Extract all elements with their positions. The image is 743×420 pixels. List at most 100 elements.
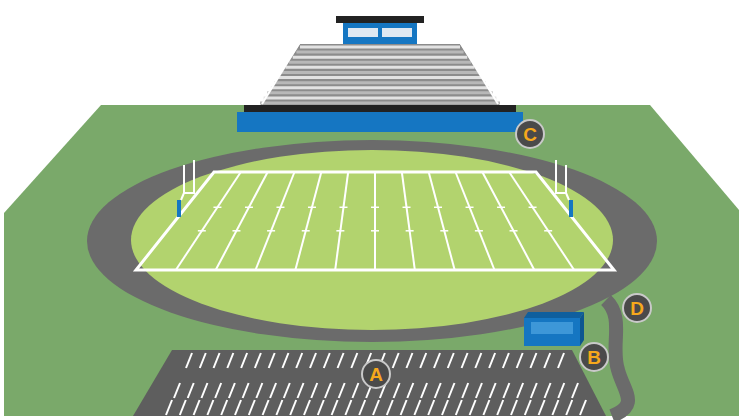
parking-stripe [359, 400, 365, 415]
hash-mark [434, 207, 442, 209]
yard-line [216, 172, 268, 270]
parking-stripe [201, 383, 207, 398]
stand-step [278, 76, 482, 79]
parking-stripe [503, 383, 509, 398]
parking-stripe [517, 383, 523, 398]
parking-stripe [339, 383, 345, 398]
building [524, 312, 584, 346]
parking-stripe [215, 383, 221, 398]
parking-stripe [180, 400, 186, 415]
parking-stripe [558, 383, 564, 398]
parking-stripe [235, 400, 241, 415]
yard-line [482, 172, 534, 270]
callout-letter: B [587, 348, 601, 367]
parking-stripe [310, 353, 316, 368]
parking-stripe [186, 353, 192, 368]
parking-stripe [325, 383, 331, 398]
parking-stripe [270, 383, 276, 398]
parking-stripe [249, 400, 255, 415]
parking-stripe [393, 353, 399, 368]
hash-mark [198, 230, 206, 232]
hash-mark [497, 207, 505, 209]
parking-stripe [188, 383, 194, 398]
parking-stripe [406, 353, 412, 368]
parking-stripe [448, 383, 454, 398]
parking-stripe [552, 400, 558, 415]
grandstand [237, 16, 523, 132]
parking-stripe [545, 383, 551, 398]
callout-badge: B [579, 342, 609, 372]
parking-stripe [475, 353, 481, 368]
parking-stripe [517, 353, 523, 368]
hash-mark [529, 207, 537, 209]
parking-stripe [420, 353, 426, 368]
hash-mark [245, 207, 253, 209]
hash-mark [339, 207, 347, 209]
running-track [87, 140, 657, 342]
parking-stripe [394, 383, 400, 398]
parking-stripe [434, 353, 440, 368]
hash-mark [371, 207, 379, 209]
football-field [136, 172, 614, 270]
parking-stripe [503, 353, 509, 368]
callout-badge: A [361, 359, 391, 389]
parking-stripe [442, 400, 448, 415]
parking-stripe [200, 353, 206, 368]
yard-line [335, 172, 348, 270]
parking-stripe [489, 353, 495, 368]
parking-stripe [304, 400, 310, 415]
parking-stripe [351, 353, 357, 368]
callout-letter: A [369, 365, 383, 384]
parking-stripe [256, 383, 262, 398]
parking-stripe [572, 383, 578, 398]
parking-stripe [421, 383, 427, 398]
yard-line [402, 172, 415, 270]
parking-stripe [282, 353, 288, 368]
stand-step [267, 91, 492, 94]
parking-stripe [276, 400, 282, 415]
parking-stripe [407, 383, 413, 398]
hash-mark [475, 230, 483, 232]
stand-step [293, 56, 468, 59]
hash-mark [276, 207, 284, 209]
parking-stripe [318, 400, 324, 415]
hash-mark [510, 230, 518, 232]
hash-mark [440, 230, 448, 232]
parking-stripe [229, 383, 235, 398]
parking-stripe [352, 383, 358, 398]
parking-stripe [428, 400, 434, 415]
parking-stripe [194, 400, 200, 415]
stand-step [264, 96, 497, 99]
parking-stripe [227, 353, 233, 368]
parking-stripe [462, 383, 468, 398]
parking-stripe [373, 400, 379, 415]
parking-stripe [456, 400, 462, 415]
parking-stripe [214, 353, 220, 368]
hash-mark [466, 207, 474, 209]
hash-mark [213, 207, 221, 209]
parking-stripe [332, 400, 338, 415]
hash-mark [267, 230, 275, 232]
callout-badge: D [622, 293, 652, 323]
stand-step [289, 61, 471, 64]
stand-step [285, 66, 474, 69]
parking-stripe [345, 400, 351, 415]
stand-step [282, 71, 478, 74]
parking-stripe [414, 400, 420, 415]
callout-badge: C [515, 119, 545, 149]
parking-stripe [269, 353, 275, 368]
parking-stripe [531, 383, 537, 398]
yard-line [176, 172, 241, 270]
parking-stripe [530, 353, 536, 368]
parking-stripe [448, 353, 454, 368]
hash-mark [371, 230, 379, 232]
hash-mark [232, 230, 240, 232]
stand-step [296, 51, 463, 54]
yard-line [509, 172, 574, 270]
hash-mark [403, 207, 411, 209]
parking-stripe [207, 400, 213, 415]
parking-stripe [324, 353, 330, 368]
parking-stripe [544, 353, 550, 368]
